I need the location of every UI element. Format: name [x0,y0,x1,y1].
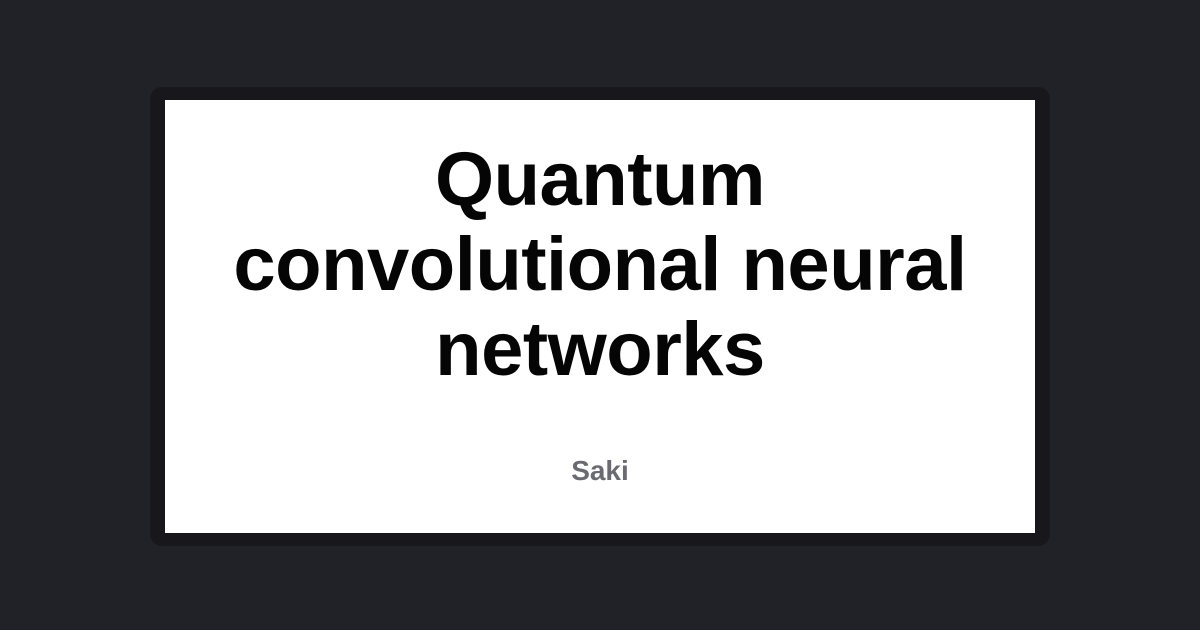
card-content-stack: Quantum convolutional neural networks Sa… [205,137,995,488]
card-white-sheet: Quantum convolutional neural networks Sa… [165,100,1035,533]
page-title: Quantum convolutional neural networks [233,137,967,392]
preview-card: Quantum convolutional neural networks Sa… [150,87,1050,546]
author-name: Saki [571,455,629,486]
